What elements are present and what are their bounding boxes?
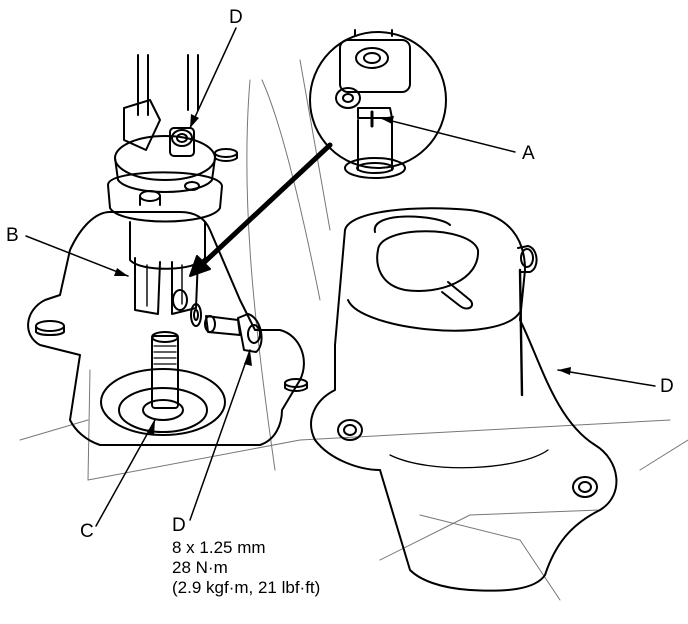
plate-stud-right bbox=[284, 378, 308, 392]
plate-stud-left bbox=[35, 320, 65, 336]
detail-circle bbox=[309, 29, 447, 179]
detail-arrow bbox=[189, 142, 333, 277]
joint-flange bbox=[107, 171, 223, 223]
joint-cover bbox=[310, 207, 618, 592]
upper-joint bbox=[114, 127, 216, 193]
body-panel-lines bbox=[19, 59, 688, 601]
pinion-shaft bbox=[151, 331, 179, 409]
steering-boot-opening bbox=[100, 368, 226, 436]
torque-alt-units: (2.9 kgf·m, 21 lbf·ft) bbox=[172, 578, 321, 597]
callout-d-right: D bbox=[660, 376, 674, 397]
callout-c: C bbox=[80, 521, 94, 542]
callout-b: B bbox=[6, 225, 19, 246]
pinch-bolt-assembly bbox=[190, 303, 263, 353]
callout-d-bottom: D bbox=[172, 515, 186, 536]
bulkhead-plate bbox=[27, 148, 308, 446]
callout-a: A bbox=[522, 143, 535, 164]
bolt-size: 8 x 1.25 mm bbox=[172, 538, 266, 557]
torque-spec: 8 x 1.25 mm 28 N·m (2.9 kgf·m, 21 lbf·ft… bbox=[172, 538, 320, 598]
leader-arrowheads bbox=[114, 114, 571, 436]
torque-nm: 28 N·m bbox=[172, 558, 228, 577]
steering-column-shafts bbox=[123, 54, 199, 151]
leader-lines bbox=[25, 27, 656, 527]
callout-d-top: D bbox=[229, 7, 243, 28]
plate-stud-top bbox=[214, 148, 238, 162]
lower-universal-joint bbox=[129, 221, 206, 315]
